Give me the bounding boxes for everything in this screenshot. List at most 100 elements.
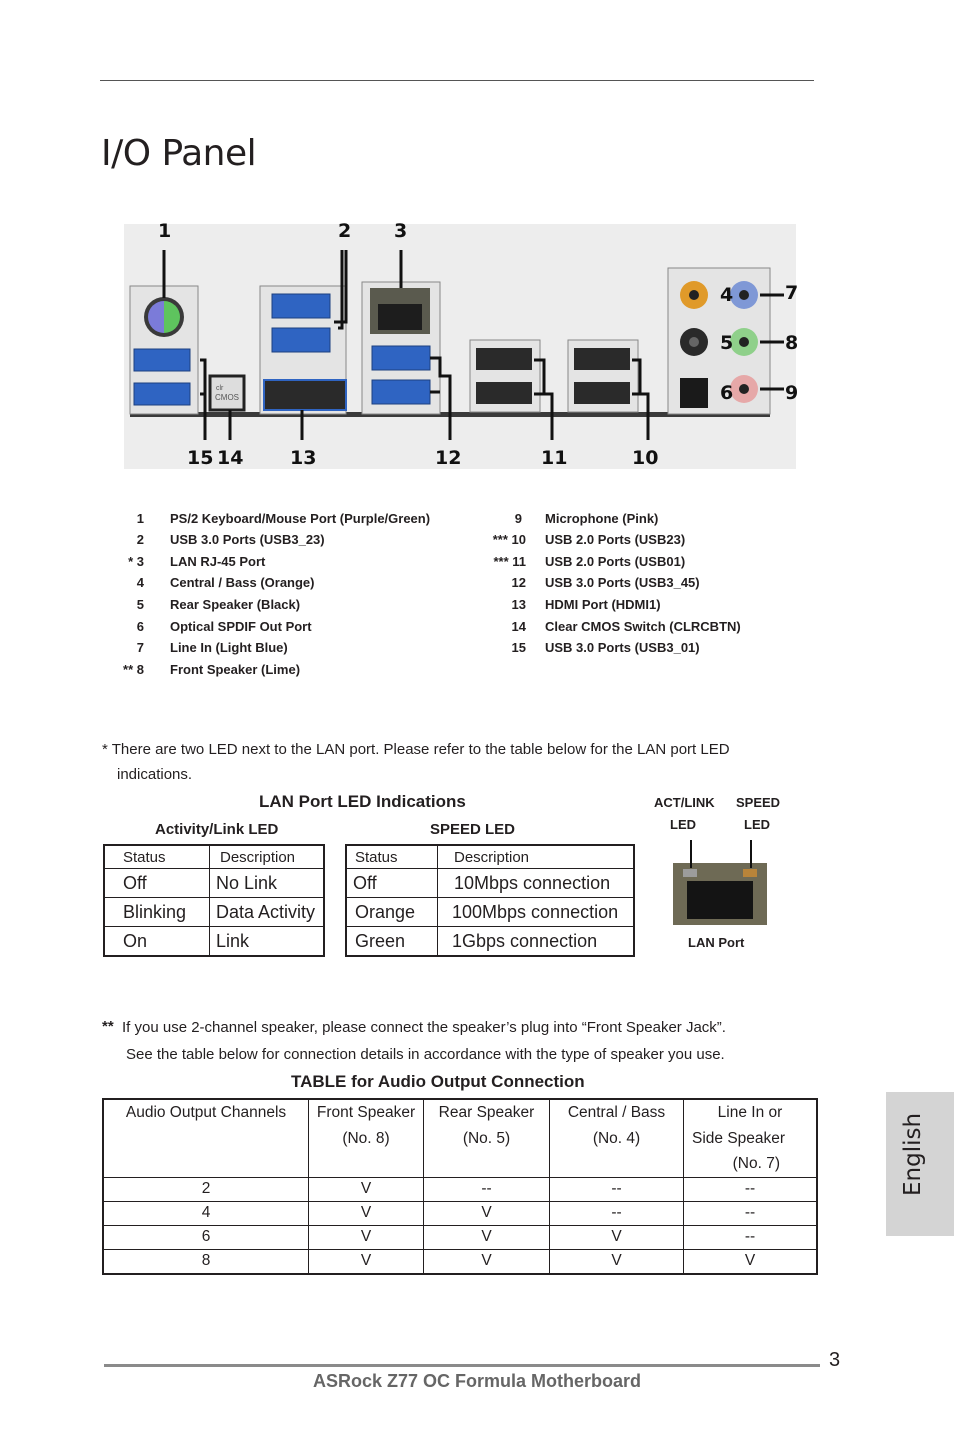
table-cell: 8	[102, 1248, 309, 1274]
lan-note-line-1: * There are two LED next to the LAN port…	[102, 741, 730, 758]
header-line: Side Speaker	[692, 1129, 786, 1147]
header-line: (No. 5)	[462, 1129, 511, 1147]
audio-jack-black-hole	[689, 337, 699, 347]
table-cell: 2	[102, 1176, 309, 1202]
lan-note-line-2: indications.	[117, 766, 193, 783]
table-cell: V	[308, 1176, 424, 1202]
table-cell: Blinking	[103, 897, 210, 927]
legend-label: LAN RJ-45 Port	[170, 554, 266, 569]
header-line: Front Speaker	[316, 1104, 416, 1121]
callout-13: 13	[290, 447, 317, 469]
callout-14: 14	[217, 447, 244, 469]
callout-lines	[162, 250, 784, 440]
table-cell: Link	[209, 926, 325, 957]
usb3-port-2b	[271, 327, 331, 353]
header-line: (No. 4)	[592, 1129, 641, 1147]
table-cell: --	[683, 1224, 818, 1250]
legend-num: 9	[514, 511, 522, 526]
usb2-port-10b	[574, 382, 630, 404]
legend-label: Microphone (Pink)	[545, 511, 659, 526]
callout-2: 2	[338, 220, 352, 242]
top-rule	[100, 80, 814, 81]
header-line: Central / Bass	[567, 1104, 666, 1121]
table-cell: V	[308, 1224, 424, 1250]
language-tab-label: English	[900, 1112, 926, 1196]
legend-num: *** 11	[493, 554, 526, 569]
table-cell: Data Activity	[209, 897, 325, 927]
hdmi-port	[263, 379, 347, 411]
legend-num: 7	[136, 640, 144, 655]
ps2-mouse-half	[148, 301, 164, 333]
header-line: Audio Output Channels	[125, 1104, 287, 1121]
callout-4: 4	[720, 284, 734, 306]
legend-num: 6	[136, 619, 144, 634]
usb2-port-11b	[476, 382, 532, 404]
table-header: Audio Output Channels	[102, 1098, 309, 1178]
legend-label: Rear Speaker (Black)	[170, 597, 301, 612]
page-number: 3	[829, 1349, 841, 1371]
legend-num: 13	[511, 597, 526, 612]
usb3-port-2a	[271, 293, 331, 319]
cmos-text-2: CMOS	[215, 393, 239, 402]
table-cell: V	[423, 1200, 550, 1226]
table-cell: --	[683, 1200, 818, 1226]
legend-num: ** 8	[123, 662, 144, 677]
table-cell: V	[683, 1248, 818, 1274]
table-cell: V	[423, 1224, 550, 1250]
legend-num: 4	[136, 575, 144, 590]
lan-port-diagram	[673, 863, 767, 925]
legend-num: *** 10	[492, 532, 526, 547]
usb3-port-12b	[371, 379, 431, 405]
callout-11: 11	[541, 447, 568, 469]
table-header: Status	[103, 844, 210, 869]
table-cell: 10Mbps connection	[437, 868, 635, 898]
footer-rule	[104, 1364, 820, 1367]
activity-led-heading: Activity/Link LED	[155, 821, 279, 838]
callout-10: 10	[632, 447, 659, 469]
callout-7: 7	[785, 282, 799, 304]
table-cell: --	[423, 1176, 550, 1202]
legend-label: Line In (Light Blue)	[170, 640, 288, 655]
cmos-text-1: clr	[216, 385, 224, 392]
legend-label: USB 3.0 Ports (USB3_23)	[170, 532, 325, 547]
legend-num: * 3	[128, 554, 144, 569]
table-cell: --	[683, 1176, 818, 1202]
legend-num: 5	[136, 597, 144, 612]
table-cell: --	[549, 1200, 684, 1226]
spdif-port	[680, 378, 708, 408]
legend-label: Central / Bass (Orange)	[170, 575, 315, 590]
legend-num: 1	[136, 511, 144, 526]
act-link-led-label: LED	[670, 817, 696, 832]
legend-label: Clear CMOS Switch (CLRCBTN)	[545, 619, 741, 634]
lan-port-label: LAN Port	[688, 935, 745, 950]
table-cell: V	[308, 1248, 424, 1274]
table-header: Status	[345, 844, 438, 869]
audio-jack-lime-hole	[739, 337, 749, 347]
speaker-note-line-1: If you use 2-channel speaker, please con…	[122, 1019, 726, 1036]
speed-led	[743, 869, 757, 877]
legend-label: USB 2.0 Ports (USB01)	[545, 554, 686, 569]
table-cell: V	[308, 1200, 424, 1226]
table-cell: V	[423, 1248, 550, 1274]
table-cell: V	[549, 1248, 684, 1274]
usb2-port-11a	[476, 348, 532, 370]
table-header: Central / Bass (No. 4)	[549, 1098, 684, 1178]
callout-9: 9	[785, 382, 799, 404]
usb3-port-15b	[133, 382, 191, 406]
act-link-label: ACT/LINK	[654, 795, 715, 810]
table-cell: 6	[102, 1224, 309, 1250]
act-led	[683, 869, 697, 877]
table-cell: On	[103, 926, 210, 957]
table-cell: No Link	[209, 868, 325, 898]
lan-rj45-socket	[378, 304, 422, 330]
audio-output-table: Audio Output Channels Front Speaker (No. …	[102, 1098, 818, 1275]
lan-port-image	[673, 863, 767, 925]
header-line: (No. 7)	[732, 1155, 780, 1172]
callout-3: 3	[394, 220, 408, 242]
callout-5: 5	[720, 332, 734, 354]
